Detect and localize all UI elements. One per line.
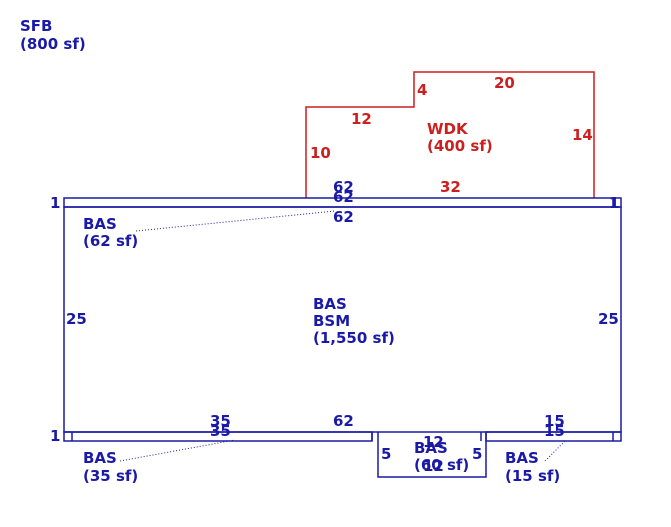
wdk-outline xyxy=(305,71,595,198)
main-dim-right: 25 xyxy=(598,310,619,328)
wdk-code: WDK xyxy=(427,120,469,138)
bottom-mid-area: (60 sf) xyxy=(414,456,469,474)
bottom-left-code: BAS xyxy=(83,449,117,467)
bottom-mid-dim-left: 5 xyxy=(381,445,391,463)
bottom-right-area: (15 sf) xyxy=(505,467,560,485)
bottom-left-area: (35 sf) xyxy=(83,467,138,485)
top-strip-dim-bottom: 62 xyxy=(333,208,354,226)
top-strip-leader xyxy=(135,210,336,232)
top-strip-end-left: 1 xyxy=(50,194,60,212)
wdk-dim-left: 10 xyxy=(310,144,331,162)
bottom-right-leader xyxy=(544,440,566,462)
top-strip-dim-mid: 62 xyxy=(333,188,354,206)
bottom-mid-code: BAS xyxy=(414,439,448,457)
wdk-dim-top-right: 20 xyxy=(494,74,515,92)
bottom-mid-dim-right: 5 xyxy=(472,445,482,463)
top-strip-dim-top: 62 xyxy=(333,178,354,196)
wdk-dim-top-left: 12 xyxy=(351,110,372,128)
wdk-dim-step: 4 xyxy=(417,81,427,99)
bottom-left-dim-b: 35 xyxy=(210,422,231,440)
bottom-right-dim-b: 15 xyxy=(544,422,565,440)
bottom-right-strip-outline xyxy=(485,431,622,442)
summary-area: (800 sf) xyxy=(20,35,86,53)
bottom-mid-dim-bottom: 12 xyxy=(423,457,444,475)
main-dim-left: 25 xyxy=(66,310,87,328)
top-strip-area: (62 sf) xyxy=(83,232,138,250)
bottom-right-dim-a: 15 xyxy=(544,412,565,430)
bottom-right-code: BAS xyxy=(505,449,539,467)
bottom-left-dim-a: 35 xyxy=(210,412,231,430)
bottom-mid-dim-top: 12 xyxy=(423,433,444,451)
main-area: (1,550 sf) xyxy=(313,329,395,347)
summary-code: SFB xyxy=(20,17,52,35)
bottom-mid-outline xyxy=(377,432,487,478)
wdk-area: (400 sf) xyxy=(427,137,493,155)
bottom-left-end: 1 xyxy=(50,427,60,445)
bottom-left-leader xyxy=(119,439,236,462)
main-code-2: BSM xyxy=(313,312,350,330)
top-strip-end-right: 1 xyxy=(609,194,619,212)
main-dim-bottom: 62 xyxy=(333,412,354,430)
wdk-dim-right: 14 xyxy=(572,126,593,144)
top-strip-code: BAS xyxy=(83,215,117,233)
main-code-1: BAS xyxy=(313,295,347,313)
wdk-dim-bottom: 32 xyxy=(440,178,461,196)
